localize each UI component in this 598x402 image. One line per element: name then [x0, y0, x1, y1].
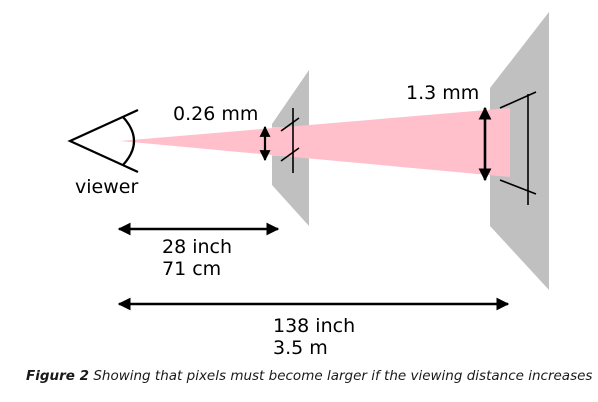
far-screen — [490, 12, 549, 290]
figure-caption: Figure 2 Showing that pixels must become… — [26, 368, 596, 384]
far-distance-inch-label: 138 inch — [273, 315, 355, 337]
far-distance-m-label: 3.5 m — [273, 337, 328, 359]
near-pixel — [272, 127, 285, 156]
near-pixel-outline — [280, 108, 300, 173]
small-pixel-label: 0.26 mm — [173, 103, 258, 125]
viewing-cone — [120, 108, 510, 177]
near-distance-inch-label: 28 inch — [162, 236, 232, 258]
eye-icon — [67, 108, 139, 174]
viewer-label: viewer — [75, 176, 138, 198]
caption-text: Showing that pixels must become larger i… — [89, 368, 593, 384]
near-distance-cm-label: 71 cm — [162, 258, 221, 280]
figure-number: Figure 2 — [26, 368, 90, 384]
large-pixel-label: 1.3 mm — [406, 82, 479, 104]
far-pixel-outline — [499, 91, 537, 205]
